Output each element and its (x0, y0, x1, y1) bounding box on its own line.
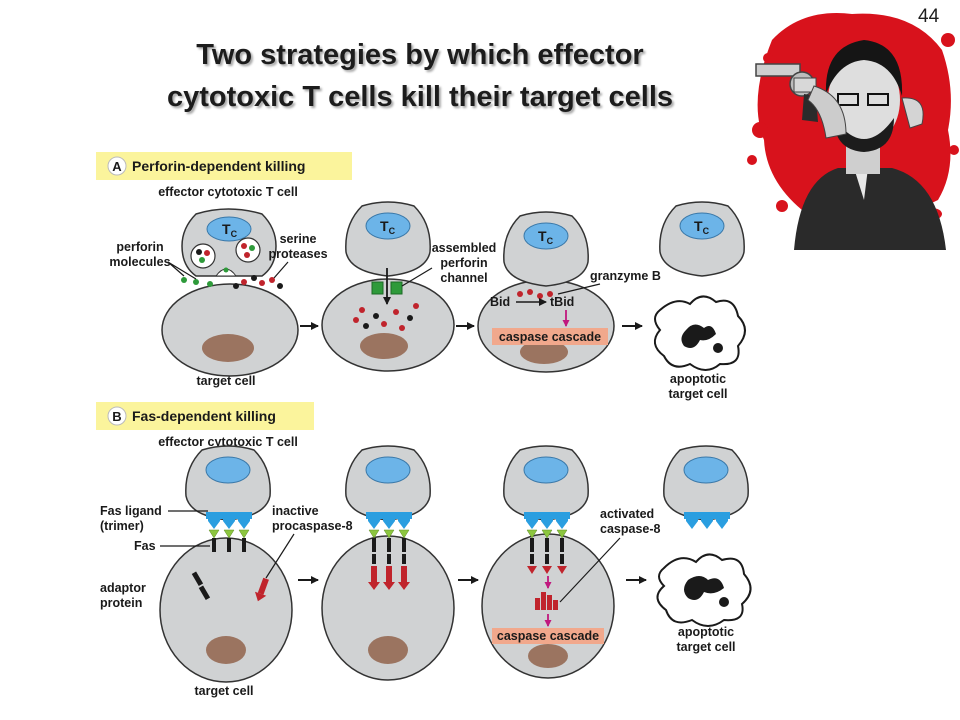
cleaved-caspase-stubs (527, 566, 567, 574)
target-nucleus (520, 340, 568, 364)
target-nucleus (528, 644, 568, 668)
revolver-icon (755, 63, 847, 139)
panel-a-heading: Perforin-dependent killing (132, 158, 305, 174)
panel-b-heading: Fas-dependent killing (132, 408, 276, 424)
adaptor-proteins (530, 554, 564, 564)
target-cell-label: target cell (196, 374, 255, 388)
t-cell-label: TC (538, 228, 554, 246)
character-figure (755, 40, 946, 250)
granzyme-label: granzyme B (590, 269, 661, 283)
granule-right (235, 237, 261, 263)
t-cell (185, 445, 271, 521)
panel-b-letter-badge (107, 406, 127, 426)
t-cell-nucleus (206, 216, 252, 242)
target-nucleus (206, 636, 246, 664)
fas-receptors (526, 529, 568, 553)
t-cell-label: TC (694, 218, 710, 236)
slide-title-line-2: cytotoxic T cells kill their target cell… (166, 81, 674, 113)
procaspase-pointer (265, 533, 295, 579)
caspase-label: caspase cascade (499, 330, 601, 344)
fas-label: Fas (134, 539, 156, 553)
channel-pointer (401, 267, 433, 287)
fas-ligand-trimer (684, 512, 730, 529)
activated-caspase-pointer (559, 537, 621, 603)
caspase-box (492, 628, 604, 644)
t-cell-label: TC (380, 218, 396, 236)
panel-b-effector-label: effector cytotoxic T cell (158, 435, 298, 449)
fas-ligand-trimer (524, 512, 570, 529)
panel-b-letter: B (112, 409, 121, 424)
panel-a-letter-badge (107, 156, 127, 176)
panel-a-effector-label: effector cytotoxic T cell (158, 185, 298, 199)
adaptor-proteins (372, 554, 406, 564)
t-cell (663, 445, 749, 521)
t-cell (659, 201, 745, 277)
target-nucleus (202, 334, 254, 362)
adaptor-protein (191, 571, 211, 601)
apoptotic-nucleus-fragments (684, 576, 724, 600)
released-perforin (181, 277, 213, 287)
perforin-channel (371, 281, 403, 295)
slide-title-line-1: Two strategies by which effector (196, 39, 644, 71)
character-portrait-icon (747, 13, 959, 250)
granule-fusing (215, 267, 237, 277)
bid-label: Bid (490, 295, 510, 309)
procaspase-8-recruited (368, 566, 410, 590)
t-cell (345, 201, 431, 277)
target-nucleus (360, 333, 408, 359)
perforin-pointer (167, 261, 197, 280)
apoptotic-nucleus-fragments (681, 324, 716, 348)
panel-a: A Perforin-dependent killing effector cy… (96, 152, 746, 401)
panel-a-heading-bg (96, 152, 352, 180)
caspase-label: caspase cascade (497, 629, 599, 643)
target-nucleus (368, 636, 408, 664)
target-cell-label: target cell (194, 684, 253, 698)
panel-b-heading-bg (96, 402, 314, 430)
activated-caspase-8 (535, 592, 558, 610)
page-number: 44 (918, 6, 940, 27)
released-proteases (233, 275, 283, 289)
tbid-label: tBid (550, 295, 574, 309)
panel-a-step-3: TC Bid tBid caspase cascade granzyme B (477, 211, 661, 373)
target-cell (321, 278, 455, 372)
fas-receptors (368, 529, 410, 553)
apoptotic-fragment (713, 343, 723, 353)
panel-b-step-2 (321, 445, 455, 681)
fas-ligand-trimer (206, 512, 252, 529)
protease-pointer (273, 261, 289, 279)
caspase-box (492, 328, 608, 345)
granule-left (190, 243, 216, 269)
fas-receptors (208, 529, 250, 553)
granzyme-particles (353, 303, 419, 331)
t-cell-label: TC (222, 221, 238, 239)
fas-ligand-trimer (366, 512, 412, 529)
target-cell (161, 283, 299, 377)
t-cell (503, 445, 589, 521)
fas-ligand-label: Fas ligand(trimer) (100, 504, 162, 533)
slide-title: Two strategies by which effector cytotox… (80, 34, 760, 118)
panel-a-letter: A (112, 159, 122, 174)
t-cell (345, 445, 431, 521)
apoptotic-fragment (719, 597, 729, 607)
granzyme-pointer (557, 283, 601, 295)
panel-b: B Fas-dependent killing effector cytotox… (96, 402, 752, 698)
granzyme-particles (517, 289, 553, 299)
t-cell (503, 211, 589, 287)
